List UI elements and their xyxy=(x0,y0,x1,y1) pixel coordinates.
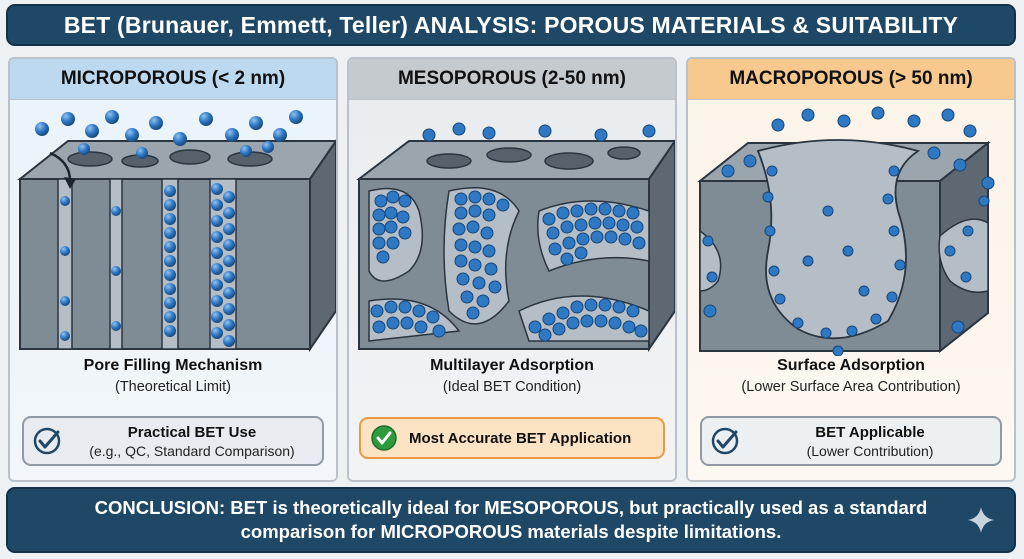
microporous-illustration xyxy=(17,110,336,353)
check-circle-filled-icon xyxy=(361,415,407,461)
sparkle-icon xyxy=(966,505,996,541)
badge-note-microporous: (e.g., QC, Standard Comparison) xyxy=(89,442,295,459)
check-circle-outline-icon xyxy=(702,418,748,464)
mechanism-note-mesoporous: (Ideal BET Condition) xyxy=(442,379,582,395)
macroporous-illustration xyxy=(697,106,995,356)
panel-macroporous: MACROPOROUS (> 50 nm) Surface Adsorption… xyxy=(686,57,1016,482)
mesoporous-illustration xyxy=(356,122,675,353)
panel-header-mesoporous: MESOPOROUS (2-50 nm) xyxy=(349,59,675,100)
mechanism-label-microporous: Pore Filling Mechanism xyxy=(83,357,263,374)
badge-macroporous: BET Applicable (Lower Contribution) xyxy=(700,416,1002,466)
page-title: BET (Brunauer, Emmett, Teller) ANALYSIS:… xyxy=(6,4,1016,46)
badge-note-macroporous: (Lower Contribution) xyxy=(806,442,934,459)
mechanism-note-macroporous: (Lower Surface Area Contribution) xyxy=(741,379,961,395)
mechanism-note-microporous: (Theoretical Limit) xyxy=(114,379,232,395)
badge-microporous: Practical BET Use (e.g., QC, Standard Co… xyxy=(22,416,324,466)
mechanism-label-mesoporous: Multilayer Adsorption xyxy=(430,357,594,374)
panel-mesoporous: MESOPOROUS (2-50 nm) xyxy=(347,57,677,482)
badge-title-macroporous: BET Applicable xyxy=(815,423,925,441)
mechanism-label-macroporous: Surface Adsorption xyxy=(777,357,925,374)
badge-title-microporous: Practical BET Use xyxy=(127,423,257,441)
panel-header-macroporous: MACROPOROUS (> 50 nm) xyxy=(688,59,1014,100)
badge-mesoporous: Most Accurate BET Application xyxy=(359,417,665,459)
conclusion-text: CONCLUSION: BET is theoretically ideal f… xyxy=(94,497,928,542)
badge-title-mesoporous: Most Accurate BET Application xyxy=(409,429,632,447)
panel-header-microporous: MICROPOROUS (< 2 nm) xyxy=(10,59,336,100)
conclusion-banner: CONCLUSION: BET is theoretically ideal f… xyxy=(6,487,1016,553)
panel-microporous: MICROPOROUS (< 2 nm) xyxy=(8,57,338,482)
check-circle-outline-icon xyxy=(24,418,70,464)
